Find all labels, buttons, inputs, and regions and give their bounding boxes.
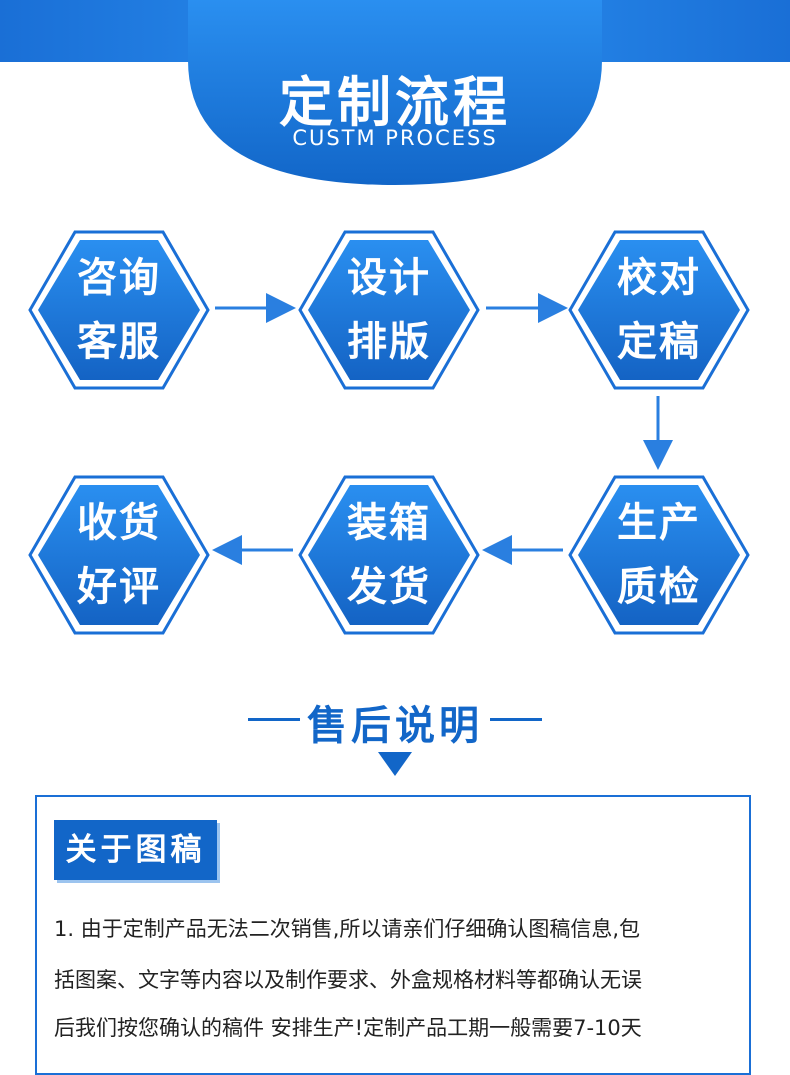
hex-step-3 (568, 230, 750, 390)
page-title: 定制流程 (279, 71, 511, 134)
hex-step-4 (568, 475, 750, 635)
page-subtitle: CUSTM PROCESS (292, 126, 498, 150)
step-4-label: 生产质检 (617, 500, 701, 610)
step-1-label: 咨询客服 (77, 255, 161, 365)
step-6-label: 收货好评 (77, 500, 161, 610)
hex-step-2 (298, 230, 480, 390)
down-triangle-icon (378, 752, 412, 776)
step-2-label: 设计排版 (347, 255, 431, 365)
paragraph-line-3: 后我们按您确认的稿件 安排生产!定制产品工期一般需要7-10天 (54, 1016, 642, 1040)
hex-step-1 (28, 230, 210, 390)
badge-artwork: 关于图稿 (54, 820, 217, 880)
paragraph-line-2: 括图案、文字等内容以及制作要求、外盒规格材料等都确认无误 (54, 968, 642, 992)
section-title: 售后说明 (307, 703, 483, 749)
title-rule-right (490, 718, 542, 721)
header-arc (188, 0, 602, 185)
paragraph-line-1: 1. 由于定制产品无法二次销售,所以请亲们仔细确认图稿信息,包 (54, 917, 641, 941)
step-5-label: 装箱发货 (347, 500, 431, 610)
title-rule-left (248, 718, 300, 721)
process-flow (28, 230, 750, 635)
hex-step-5 (298, 475, 480, 635)
hex-step-6 (28, 475, 210, 635)
step-3-label: 校对定稿 (617, 255, 701, 365)
